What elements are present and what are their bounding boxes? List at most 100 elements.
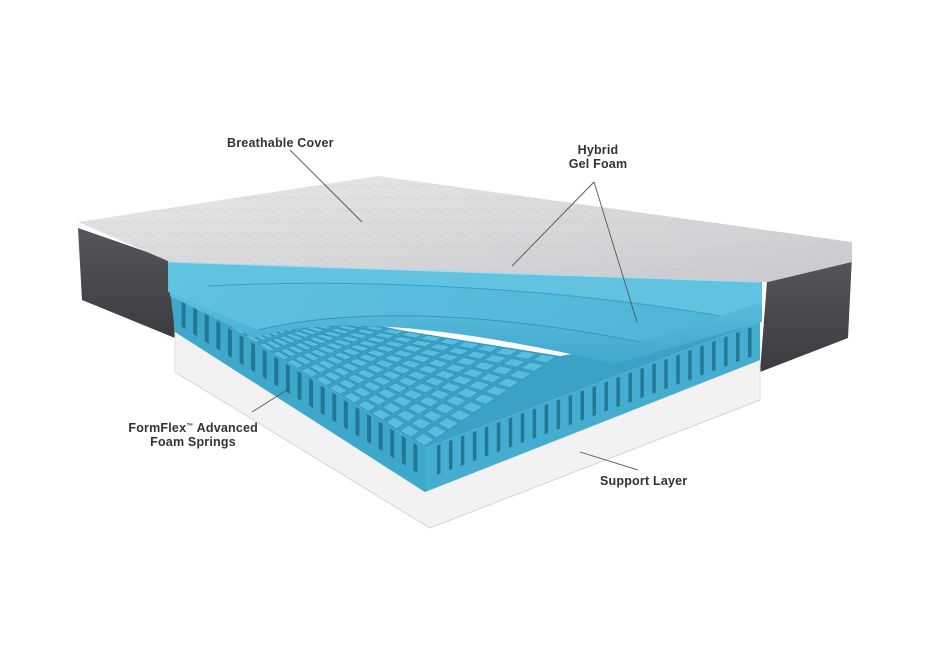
foam-slot: [664, 358, 668, 390]
foam-slot: [413, 442, 418, 473]
foam-spring-cell: [332, 338, 353, 347]
foam-slot: [688, 349, 692, 381]
foam-slot: [568, 394, 573, 426]
foam-spring-cell: [433, 369, 457, 380]
foam-spring-cell: [341, 347, 362, 357]
foam-spring-cell: [490, 365, 515, 376]
leader-lines: [251, 149, 639, 471]
foam-spring-cell: [328, 383, 348, 395]
foam-spring-cell: [439, 382, 463, 393]
foam-spring-cell: [472, 393, 496, 405]
foam-spring-cell: [374, 344, 397, 353]
foam-slot: [401, 435, 406, 466]
foam-spring-cell: [449, 409, 472, 422]
foam-spring-cell: [371, 408, 392, 421]
label-formflex-brand: FormFlex: [128, 421, 187, 435]
foam-slot: [544, 403, 549, 435]
foam-spring-cell: [444, 363, 468, 373]
foam-spring-cell: [374, 359, 396, 369]
foam-spring-cell: [531, 353, 558, 364]
foam-spring-cell: [413, 433, 435, 447]
foam-spring-cell: [331, 366, 352, 377]
foam-slot: [604, 381, 608, 412]
foam-spring-cell: [279, 347, 298, 357]
foam-slot: [532, 408, 537, 439]
foam-spring-cell: [342, 391, 363, 404]
foam-spring-cell: [410, 417, 432, 430]
foam-slot: [460, 435, 465, 466]
leader-formflex: [251, 387, 291, 413]
foam-spring-cell: [362, 325, 386, 332]
foam-spring-cell: [433, 402, 456, 415]
foam-spring-cell: [391, 336, 415, 344]
foam-spring-cell: [400, 359, 422, 369]
foam-slot: [436, 444, 441, 475]
foam-slot: [448, 439, 453, 471]
label-formflex-line1: FormFlex™ Advanced: [110, 421, 258, 435]
foam-spring-cell: [324, 342, 345, 351]
foam-spring-cell: [465, 350, 489, 360]
foam-spring-cell: [381, 328, 405, 335]
foam-spring-cell: [437, 417, 460, 430]
foam-spring-cell: [264, 340, 283, 349]
foam-spring-cell: [475, 344, 500, 353]
foam-spring-cell: [329, 327, 351, 335]
foam-slot: [736, 331, 740, 363]
foam-spring-cell: [316, 359, 337, 369]
foam-spring-cell: [479, 372, 503, 384]
foam-slot: [628, 372, 632, 403]
foam-slot: [274, 356, 279, 387]
leader-hybrid-b: [593, 181, 638, 323]
foam-slot: [355, 406, 360, 437]
label-hybrid-line1: Hybrid: [577, 143, 619, 157]
foam-spring-cell: [461, 368, 485, 379]
foam-spring-cell: [428, 388, 451, 400]
foam-spring-cell: [315, 333, 336, 341]
foam-spring-cell: [426, 358, 450, 368]
foam-spring-cell: [243, 334, 262, 344]
foam-spring-cell: [496, 377, 521, 389]
foam-slot: [616, 376, 620, 408]
foam-spring-cell: [508, 369, 533, 380]
foam-slot: [285, 363, 290, 394]
foam-spring-cell: [339, 335, 362, 343]
foam-spring-cell: [373, 332, 396, 340]
foam-slot: [239, 335, 244, 366]
label-hybrid-line2: Gel Foam: [568, 157, 628, 171]
foam-spring-cell: [483, 354, 508, 364]
foam-spring-cell: [438, 338, 462, 346]
hybrid-gel-foam-upper-slab: [168, 262, 762, 316]
foam-slot: [204, 313, 209, 344]
foam-spring-cell: [446, 347, 471, 356]
foam-spring-cell: [317, 345, 337, 354]
foam-spring-cell: [286, 359, 305, 369]
foam-spring-cell: [419, 334, 443, 342]
foam-spring-cell: [309, 348, 329, 358]
foam-slot: [496, 421, 501, 453]
foam-slot: [193, 306, 198, 337]
foam-spring-cell: [472, 361, 497, 371]
foam-spring-cell: [396, 409, 418, 422]
foam-spring-cell: [484, 385, 509, 397]
foam-spring-cell: [308, 363, 328, 374]
foam-spring-cell: [381, 401, 403, 414]
foam-spring-cell: [298, 328, 319, 336]
foam-spring-cell: [293, 342, 313, 351]
foam-spring-cell: [305, 326, 326, 333]
foam-spring-cell: [513, 350, 538, 360]
foam-spring-cell: [349, 357, 370, 367]
foam-spring-cell: [456, 341, 481, 350]
foam-spring-cell: [272, 350, 291, 361]
foam-spring-cell: [371, 375, 393, 386]
label-breathable-cover: Breathable Cover: [227, 136, 334, 150]
foam-slot: [251, 342, 256, 373]
foam-slot: [297, 371, 302, 401]
foam-spring-cell: [346, 373, 367, 385]
foam-spring-cell: [380, 370, 403, 381]
foam-spring-cell: [301, 339, 321, 348]
foam-spring-cell: [367, 394, 388, 406]
foam-springs-slots-right: [436, 327, 752, 475]
foam-spring-cell: [322, 330, 344, 338]
foam-spring-cell: [416, 364, 440, 375]
